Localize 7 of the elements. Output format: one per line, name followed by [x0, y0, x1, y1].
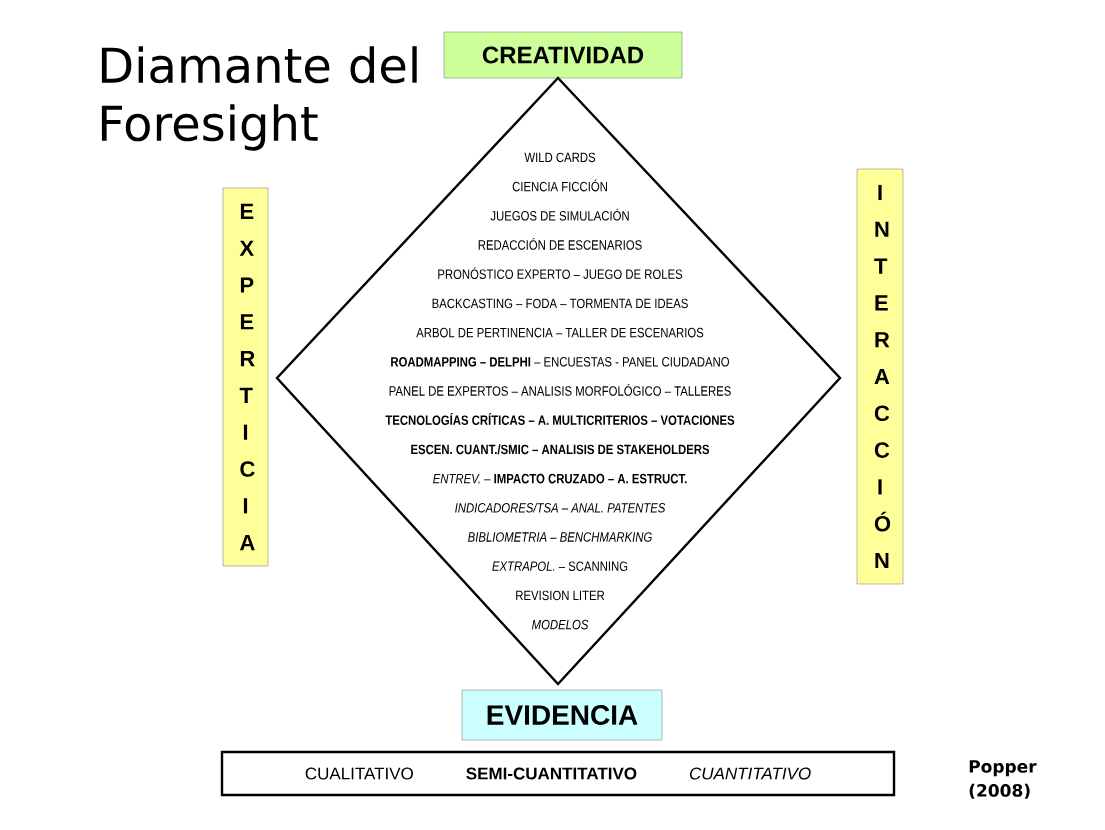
title: Diamante del Foresight: [101, 46, 417, 151]
vertical-label-box: INTERACCIÓN: [856, 168, 904, 585]
heading-box: EVIDENCIA: [461, 689, 663, 741]
scale-bar: CUALITATIVO SEMI-CUANTITATIVO CUANTITATIVO: [220, 750, 896, 797]
heading-box: CREATIVIDAD: [443, 31, 683, 79]
vertical-label-box: EXPERTICIA: [222, 187, 269, 567]
citation: Popper (2008): [969, 760, 1037, 799]
